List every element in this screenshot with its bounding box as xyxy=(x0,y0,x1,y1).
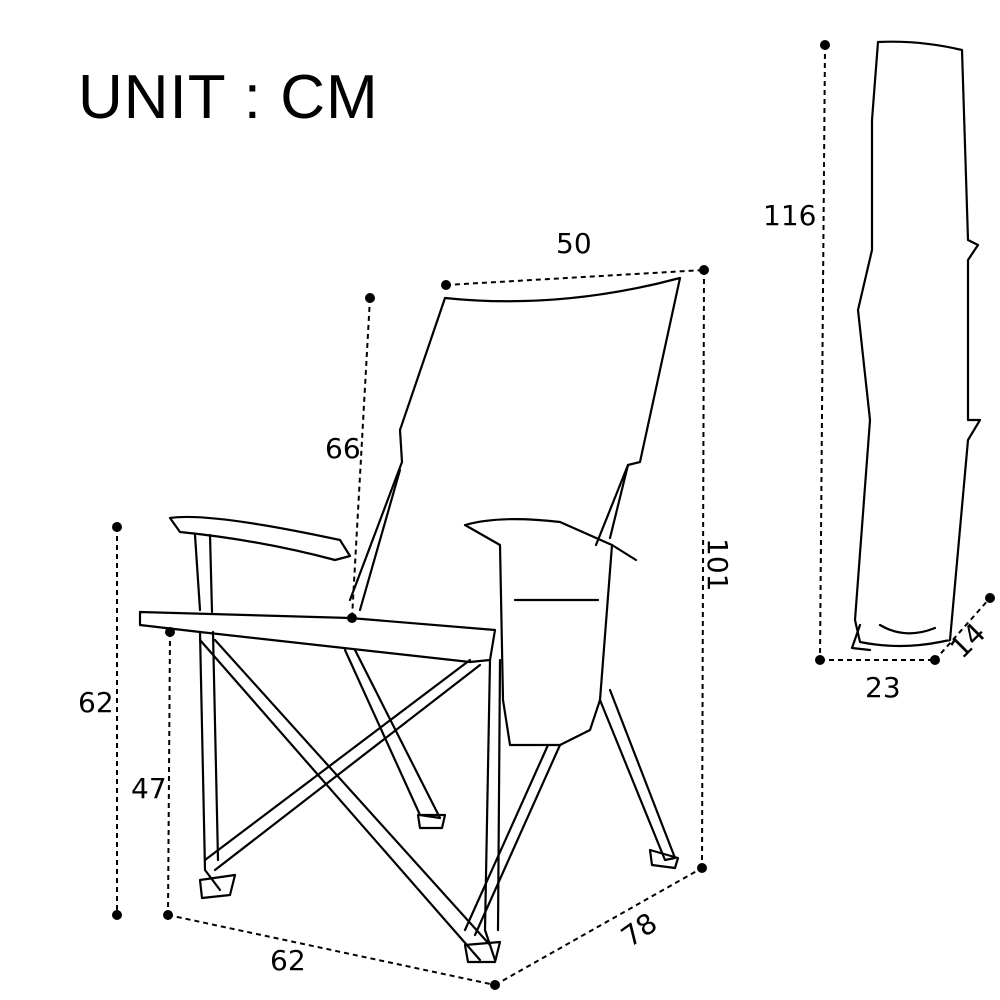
backrest-height-label: 66 xyxy=(325,432,361,465)
chair-width-label: 62 xyxy=(270,944,306,977)
seat-height-label: 47 xyxy=(131,772,167,805)
carry-bag-illustration xyxy=(850,40,982,652)
chair-illustration xyxy=(138,276,682,964)
unit-label: UNIT : CM xyxy=(78,63,379,132)
total-height-label: 101 xyxy=(701,538,734,591)
dimension-lines xyxy=(112,40,995,990)
bag-length-label: 116 xyxy=(763,199,816,232)
seat-width-label: 50 xyxy=(556,227,592,260)
bag-width-label: 23 xyxy=(865,671,901,704)
armrest-height-label: 62 xyxy=(78,686,114,719)
